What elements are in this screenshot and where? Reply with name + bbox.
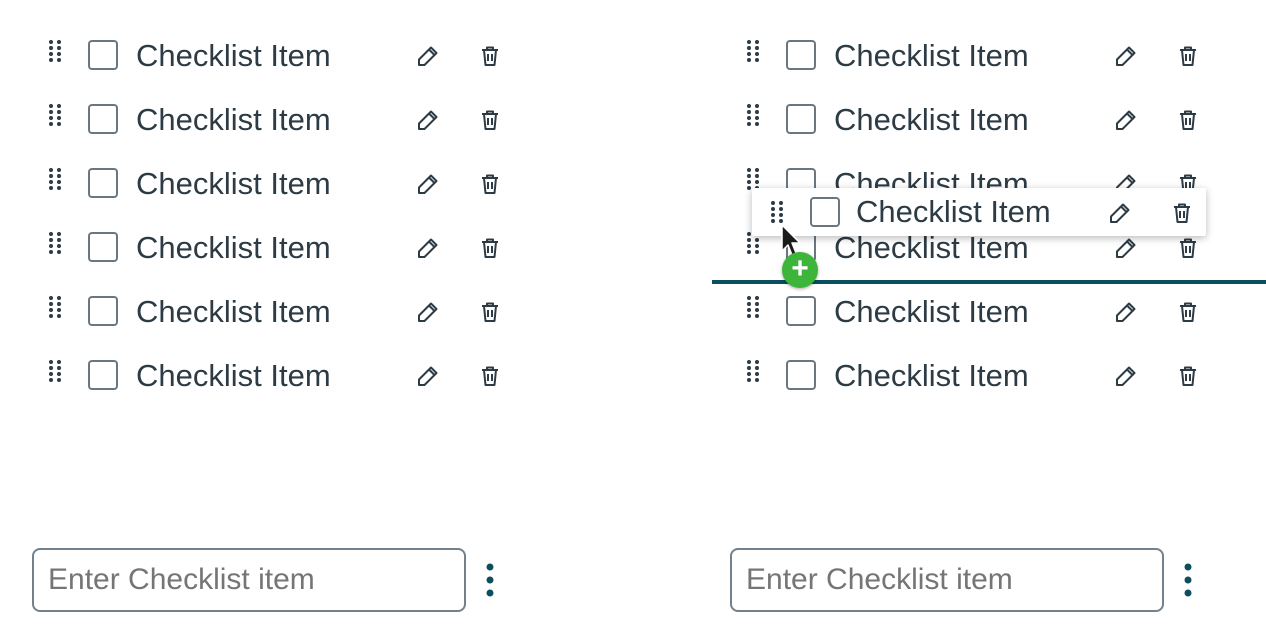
item-label: Checklist Item xyxy=(834,38,1029,73)
trash-icon[interactable] xyxy=(1176,364,1200,388)
drag-handle-icon[interactable] xyxy=(746,295,760,321)
checklist-row: Checklist Item xyxy=(698,24,1218,88)
pencil-icon[interactable] xyxy=(416,44,440,68)
pencil-icon[interactable] xyxy=(416,108,440,132)
drag-handle-icon[interactable] xyxy=(48,39,62,65)
trash-icon[interactable] xyxy=(478,364,502,388)
item-checkbox[interactable] xyxy=(786,40,816,70)
checklist-row: Checklist Item xyxy=(0,344,520,408)
item-label: Checklist Item xyxy=(136,166,331,201)
item-checkbox[interactable] xyxy=(88,360,118,390)
item-label: Checklist Item xyxy=(834,102,1029,137)
checklist-row: Checklist Item xyxy=(0,280,520,344)
drag-handle-icon[interactable] xyxy=(48,231,62,257)
drag-handle-icon[interactable] xyxy=(48,295,62,321)
trash-icon[interactable] xyxy=(1176,300,1200,324)
checklist-row: Checklist Item xyxy=(698,280,1218,344)
plus-icon: + xyxy=(782,252,818,288)
drop-indicator xyxy=(712,280,1266,284)
checklist-row: Checklist Item xyxy=(0,24,520,88)
item-label: Checklist Item xyxy=(136,230,331,265)
pencil-icon[interactable] xyxy=(1114,364,1138,388)
pencil-icon[interactable] xyxy=(1114,108,1138,132)
drag-handle-icon[interactable] xyxy=(746,103,760,129)
checklist-row: Checklist Item xyxy=(0,88,520,152)
drag-handle-icon[interactable] xyxy=(48,167,62,193)
pencil-icon[interactable] xyxy=(416,364,440,388)
pencil-icon[interactable] xyxy=(416,172,440,196)
pencil-icon[interactable] xyxy=(1108,201,1132,225)
item-checkbox[interactable] xyxy=(88,104,118,134)
item-checkbox[interactable] xyxy=(88,232,118,262)
item-label: Checklist Item xyxy=(136,38,331,73)
trash-icon[interactable] xyxy=(478,236,502,260)
trash-icon[interactable] xyxy=(1176,236,1200,260)
checklist-row: Checklist Item xyxy=(0,216,520,280)
trash-icon[interactable] xyxy=(1176,108,1200,132)
pencil-icon[interactable] xyxy=(1114,44,1138,68)
trash-icon[interactable] xyxy=(478,108,502,132)
drag-handle-icon[interactable] xyxy=(746,39,760,65)
checklist-panel-right: Checklist Item Checklist Item Checklist … xyxy=(698,0,1266,644)
trash-icon[interactable] xyxy=(478,300,502,324)
drag-handle-icon[interactable] xyxy=(48,103,62,129)
drag-handle-icon[interactable] xyxy=(48,359,62,385)
drag-handle-icon[interactable] xyxy=(770,200,784,226)
dragged-item-ghost[interactable]: Checklist Item xyxy=(752,188,1206,236)
item-checkbox[interactable] xyxy=(786,104,816,134)
trash-icon[interactable] xyxy=(1170,201,1194,225)
item-label: Checklist Item xyxy=(136,294,331,329)
kebab-menu-icon[interactable] xyxy=(482,562,498,598)
pencil-icon[interactable] xyxy=(416,300,440,324)
kebab-menu-icon[interactable] xyxy=(1180,562,1196,598)
trash-icon[interactable] xyxy=(1176,44,1200,68)
drag-handle-icon[interactable] xyxy=(746,359,760,385)
pencil-icon[interactable] xyxy=(1114,300,1138,324)
checklist-item-input[interactable] xyxy=(32,548,466,612)
item-checkbox[interactable] xyxy=(88,296,118,326)
item-checkbox[interactable] xyxy=(786,360,816,390)
trash-icon[interactable] xyxy=(478,172,502,196)
item-label: Checklist Item xyxy=(834,294,1029,329)
pencil-icon[interactable] xyxy=(416,236,440,260)
item-checkbox[interactable] xyxy=(810,197,840,227)
item-checkbox[interactable] xyxy=(88,168,118,198)
checklist-row: Checklist Item xyxy=(0,152,520,216)
item-label: Checklist Item xyxy=(834,358,1029,393)
trash-icon[interactable] xyxy=(478,44,502,68)
item-label: Checklist Item xyxy=(136,102,331,137)
checklist-panel-left: Checklist Item Checklist Item Checklist … xyxy=(0,24,520,612)
item-label: Checklist Item xyxy=(136,358,331,393)
item-checkbox[interactable] xyxy=(786,296,816,326)
item-checkbox[interactable] xyxy=(88,40,118,70)
pencil-icon[interactable] xyxy=(1114,236,1138,260)
checklist-row: Checklist Item xyxy=(698,88,1218,152)
item-label: Checklist Item xyxy=(856,194,1051,229)
checklist-item-input[interactable] xyxy=(730,548,1164,612)
checklist-row: Checklist Item xyxy=(698,344,1218,408)
